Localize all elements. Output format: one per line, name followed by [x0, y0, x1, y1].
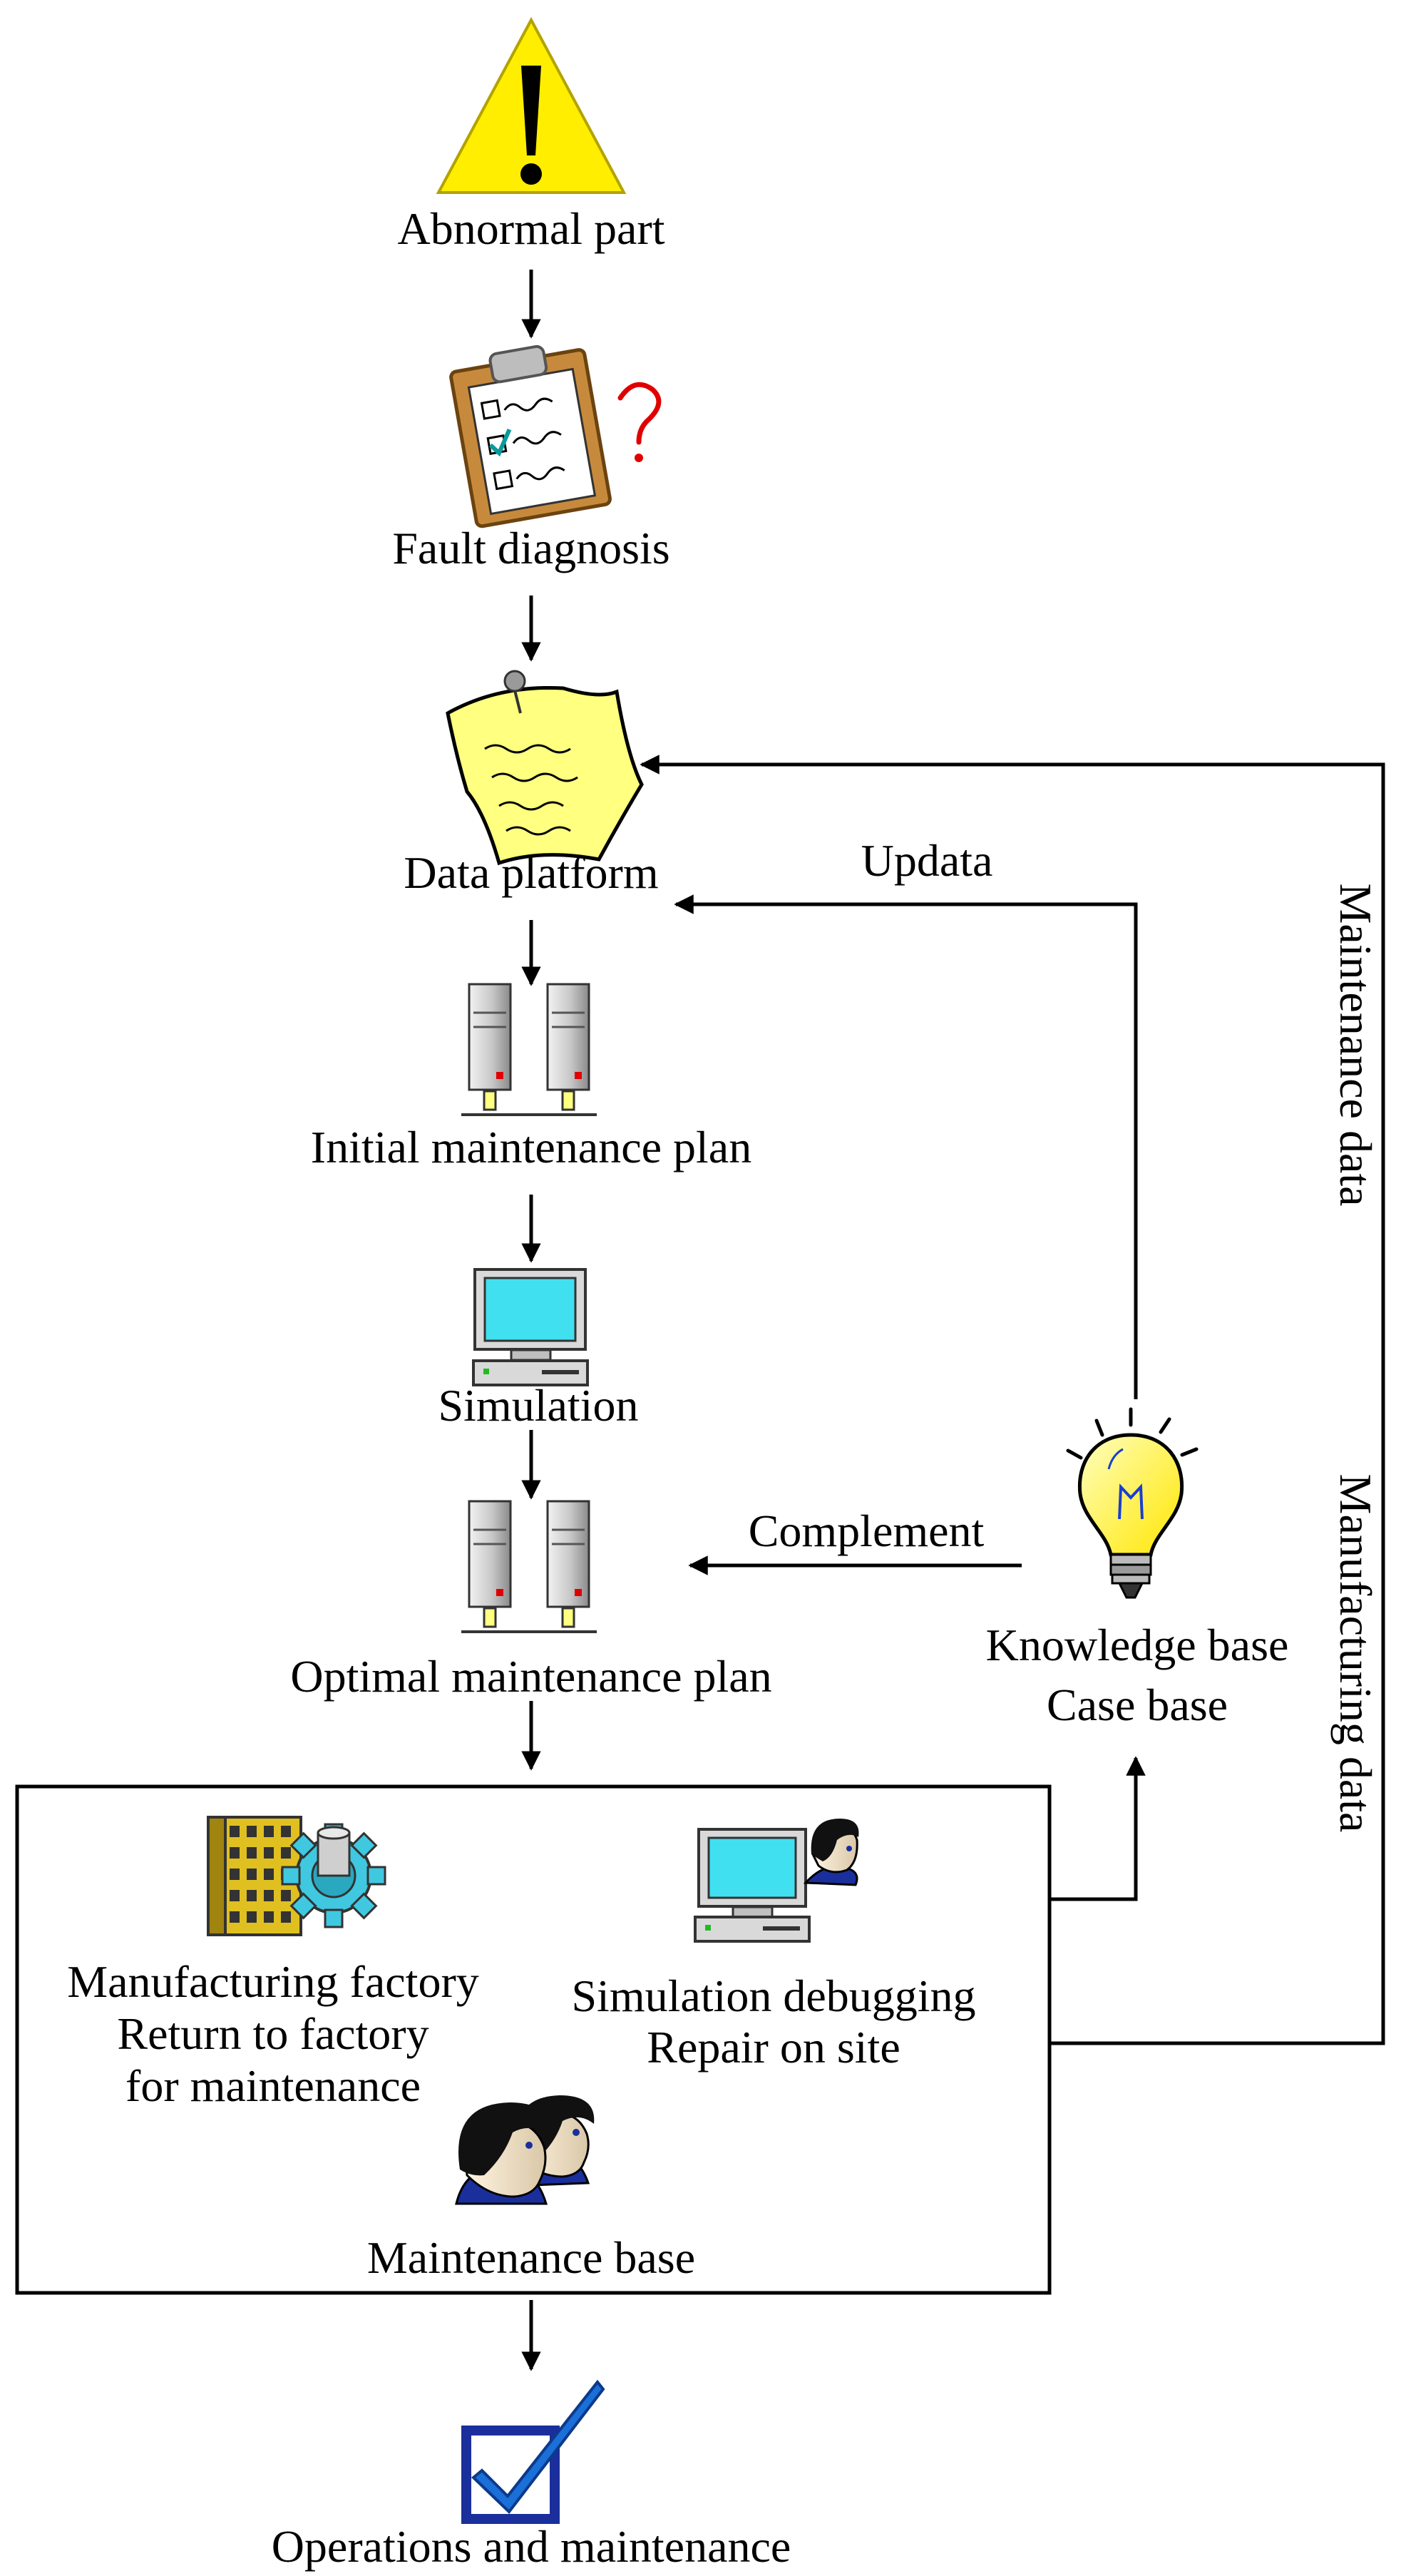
manufacturing-factory-label: Manufacturing factory — [67, 1956, 479, 2007]
computer-icon — [694, 1828, 811, 1943]
abnormal-part-label: Abnormal part — [398, 203, 665, 254]
for-maintenance-label: for maintenance — [125, 2060, 421, 2111]
return-to-factory-label: Return to factory — [117, 2008, 428, 2059]
server-icon — [461, 1500, 597, 1633]
simulation-label: Simulation — [438, 1380, 639, 1431]
knowledge-base-label: Knowledge base — [986, 1620, 1289, 1670]
initial-plan-label: Initial maintenance plan — [311, 1122, 751, 1172]
simulation-debugging-label: Simulation debugging — [571, 1971, 975, 2021]
warning-icon — [436, 16, 627, 194]
maintenance-options-box — [15, 1784, 1052, 2295]
updata-label: Updata — [861, 835, 993, 886]
maintenance-base-label: Maintenance base — [367, 2232, 695, 2283]
to-knowledge-base-arrow — [1050, 1756, 1146, 1901]
server-icon — [461, 983, 597, 1116]
person-icon — [455, 2102, 549, 2205]
note-icon — [446, 670, 644, 866]
case-base-label: Case base — [1047, 1680, 1228, 1730]
optimal-plan-label: Optimal maintenance plan — [290, 1651, 771, 1702]
manufacturing-data-label: Manufacturing data — [1330, 1474, 1381, 1833]
clipboard-checklist-icon — [449, 344, 612, 528]
lightbulb-icon — [1066, 1407, 1199, 1599]
fault-diagnosis-label: Fault diagnosis — [392, 523, 669, 573]
computer-icon — [472, 1268, 589, 1386]
operations-label: Operations and maintenance — [272, 2521, 791, 2572]
updata-arrow — [674, 894, 1138, 1399]
maintenance-data-arrow — [640, 755, 1385, 2045]
maintenance-data-label: Maintenance data — [1330, 883, 1381, 1206]
complement-label: Complement — [749, 1506, 985, 1556]
factory-gear-icon — [207, 1816, 386, 1936]
repair-on-site-label: Repair on site — [647, 2022, 900, 2072]
checkbox-icon — [461, 2379, 605, 2524]
question-mark-icon — [617, 382, 662, 462]
data-platform-label: Data platform — [404, 847, 658, 898]
person-icon — [803, 1819, 859, 1886]
